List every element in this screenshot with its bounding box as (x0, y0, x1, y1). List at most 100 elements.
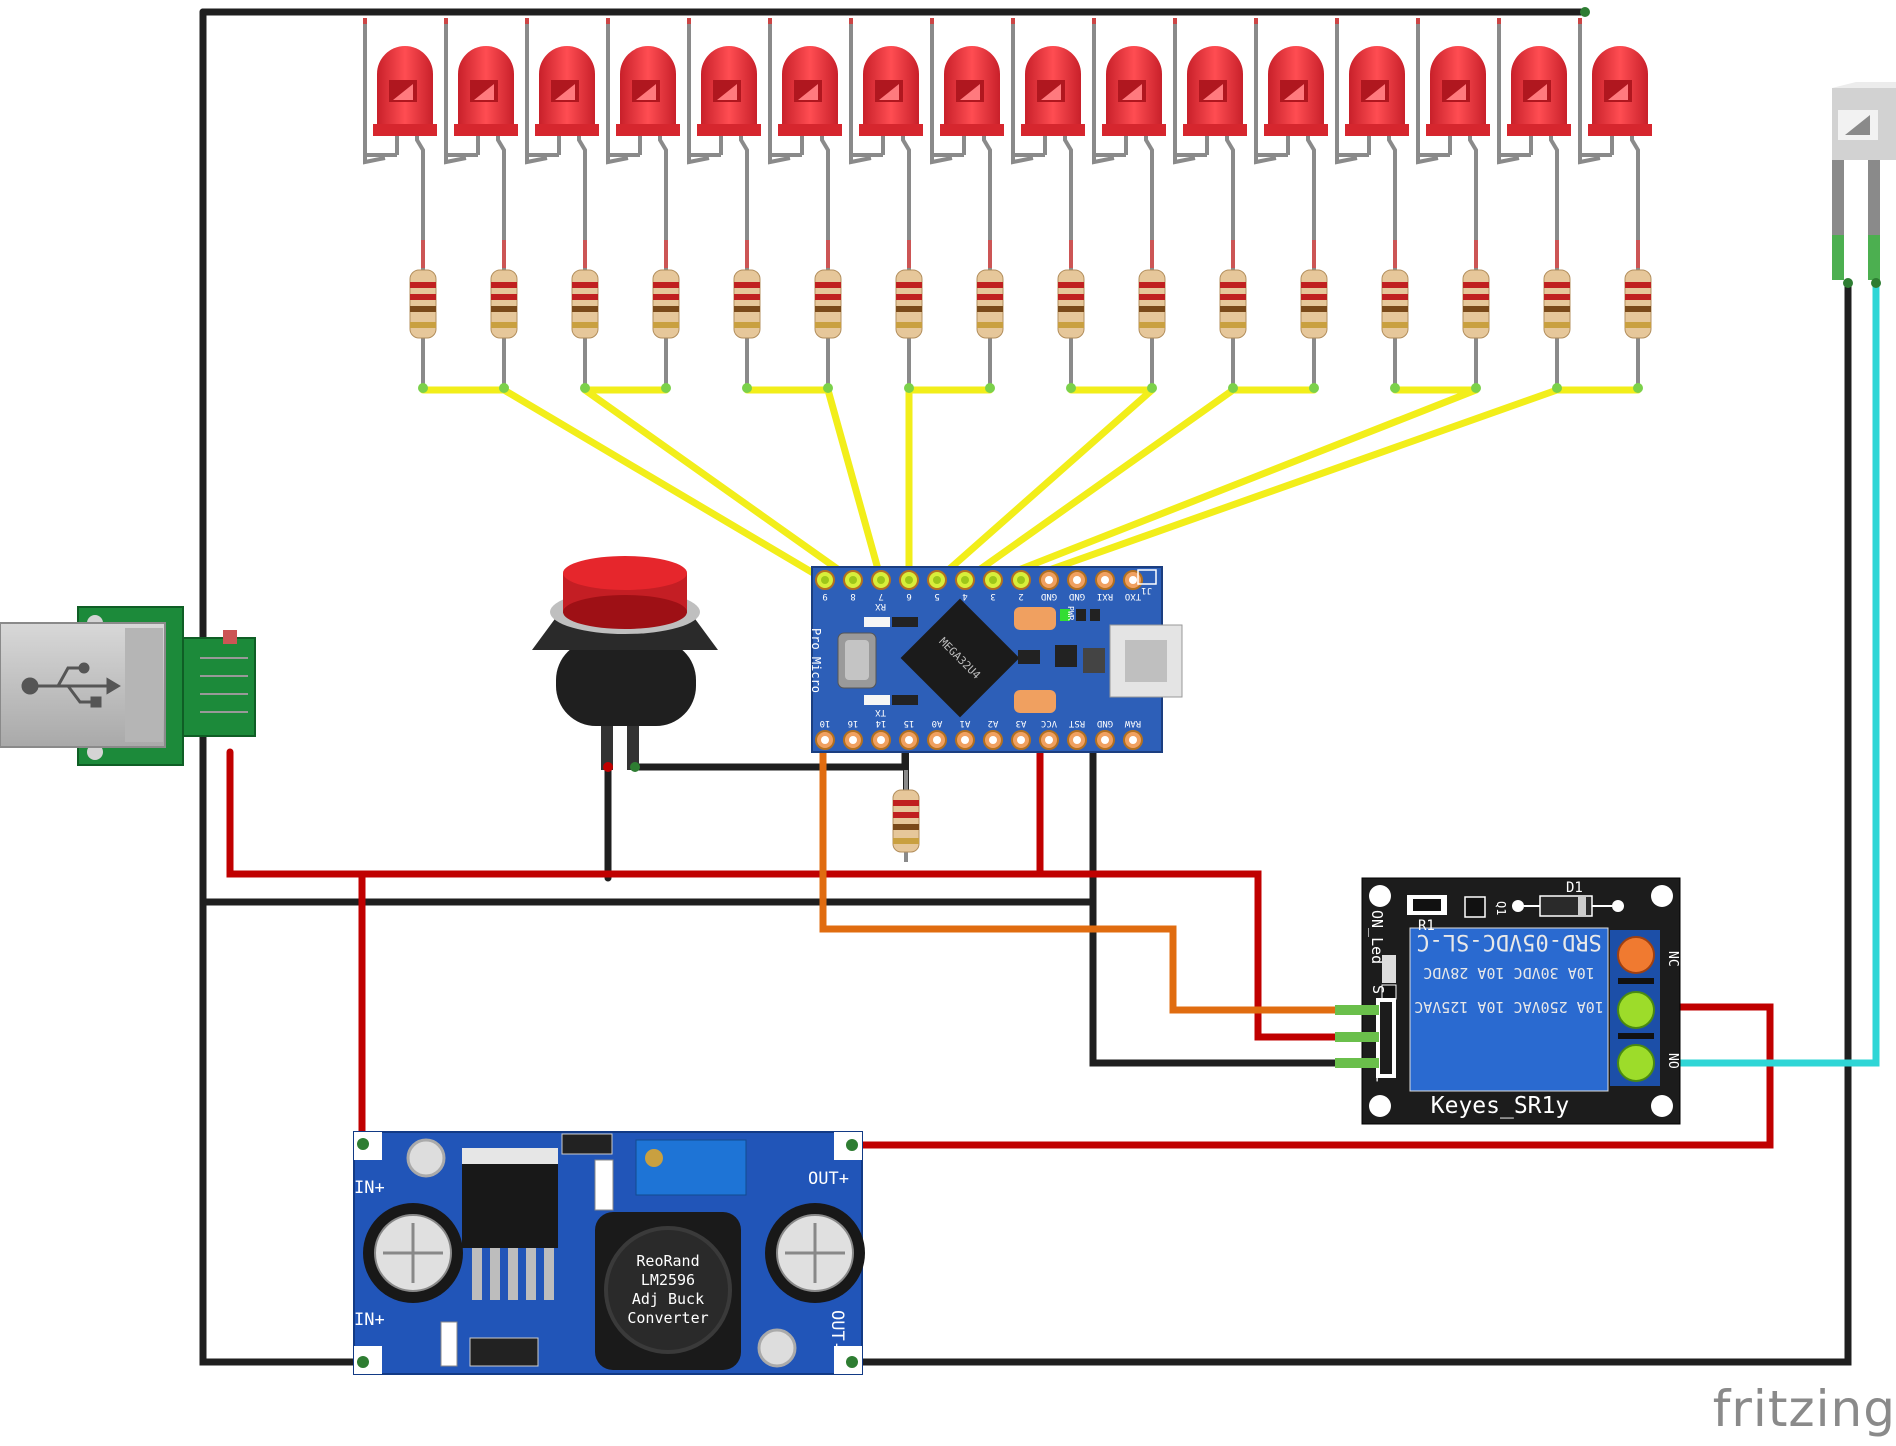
relay-r1-label: R1 (1418, 918, 1435, 934)
svg-text:TXO: TXO (1125, 591, 1141, 601)
pro-micro-pin-6: 6 (899, 570, 919, 601)
buck-in-plus: IN+ (354, 1178, 385, 1198)
svg-text:GND: GND (1097, 718, 1113, 728)
svg-text:GND: GND (1041, 591, 1057, 601)
relay-name: Keyes_SR1y (1431, 1093, 1569, 1119)
pro-micro-pin-a2: A2 (983, 718, 1003, 750)
buck-converter: IN+ IN+ OUT+ OUT- ReoRand LM2596 Adj (353, 1131, 865, 1375)
relay-input-pins (1335, 1005, 1379, 1068)
relay-on-led-label: ON_Led (1368, 910, 1386, 964)
pro-micro-pin-gnd: GND (1067, 570, 1087, 601)
resistor-3 (571, 232, 599, 393)
j1-label: J1 (1141, 585, 1152, 595)
buck-out-minus: OUT- (827, 1310, 847, 1351)
pro-micro-bottom-pins: 10 16 14 15 A0 A1 A2 A3 VCC RST GND RAW (815, 718, 1143, 750)
buck-line-2: LM2596 (641, 1271, 695, 1289)
svg-text:7: 7 (878, 591, 883, 601)
svg-text:8: 8 (850, 591, 855, 601)
resistor-6 (814, 232, 842, 393)
led-11 (1173, 18, 1247, 270)
pro-micro-pin-rst: RST (1067, 718, 1087, 750)
pro-micro-pin-10: 10 (815, 718, 835, 750)
relay-q1-label: Q1 (1494, 901, 1508, 915)
led-12 (1254, 18, 1328, 270)
pro-micro-pin-15: 15 (899, 718, 919, 750)
led-array (363, 18, 1652, 393)
led-5 (687, 18, 761, 270)
svg-text:RXI: RXI (1097, 591, 1113, 601)
led-10 (1092, 18, 1166, 270)
relay-nc-label: NC (1665, 951, 1680, 967)
pro-micro-label: Pro Micro (809, 628, 823, 693)
resistor-12 (1300, 232, 1328, 393)
junction-dots (357, 7, 1881, 1368)
svg-text:9: 9 (822, 591, 827, 601)
resistor-5 (733, 232, 761, 393)
svg-text:2: 2 (1018, 591, 1023, 601)
pro-micro-pin-5: 5 (927, 570, 947, 601)
buck-out-plus: OUT+ (808, 1169, 849, 1189)
resistor-7 (895, 232, 923, 393)
svg-text:GND: GND (1069, 591, 1085, 601)
svg-text:3: 3 (990, 591, 995, 601)
buck-in-minus: IN+ (354, 1310, 385, 1330)
relay-rating-2: 10A 250VAC 10A 125VAC (1414, 998, 1604, 1016)
svg-text:A2: A2 (988, 718, 999, 728)
led-4 (606, 18, 680, 270)
resistor-14 (1462, 232, 1490, 393)
pro-micro-pin-rxi: RXI (1095, 570, 1115, 601)
led-14 (1416, 18, 1490, 270)
power-wires (226, 738, 1774, 1149)
svg-text:RST: RST (1068, 718, 1085, 728)
relay-pin-s: S (1369, 985, 1387, 994)
pro-micro-pin-4: 4 (955, 570, 975, 601)
resistor-15 (1543, 232, 1571, 393)
resistor-16 (1624, 232, 1652, 393)
resistor-1 (409, 232, 437, 393)
svg-text:5: 5 (934, 591, 939, 601)
tx-label: TX (875, 707, 886, 717)
yellow-wire-3 (743, 386, 885, 584)
yellow-wire-4 (905, 386, 994, 584)
resistor-10 (1138, 232, 1166, 393)
svg-text:A3: A3 (1016, 718, 1027, 728)
relay-rating-1: 10A 30VDC 10A 28VDC (1423, 964, 1595, 982)
pwr-label: PWR (1066, 606, 1075, 621)
yellow-wire-5 (933, 386, 1156, 584)
pro-micro-pin-raw: RAW (1123, 718, 1143, 750)
relay-model: SRD-05VDC-SL-C (1416, 929, 1601, 954)
pro-micro-pin-a0: A0 (927, 718, 947, 750)
led-6 (768, 18, 842, 270)
yellow-wire-8 (1017, 386, 1642, 584)
svg-text:4: 4 (962, 591, 967, 601)
led-16 (1578, 18, 1652, 270)
pro-micro-pin-a1: A1 (955, 718, 975, 750)
usb-connector (0, 606, 256, 766)
led-9 (1011, 18, 1085, 270)
pro-micro-pin-vcc: VCC (1039, 718, 1059, 750)
push-button (532, 556, 718, 770)
svg-text:A1: A1 (960, 718, 971, 728)
led-signal-wires (419, 386, 1642, 584)
yellow-wire-1 (419, 386, 829, 584)
relay-pin-minus: - (1369, 1075, 1387, 1084)
led-13 (1335, 18, 1409, 270)
pro-micro-pin-8: 8 (843, 570, 863, 601)
pro-micro-pin-9: 9 (815, 570, 835, 601)
rx-label: RX (875, 601, 886, 611)
pro-micro-pin-14: 14 (871, 718, 891, 750)
fritzing-watermark: fritzing (1712, 1380, 1896, 1438)
svg-text:16: 16 (848, 718, 859, 728)
relay-no-label: NO (1665, 1053, 1680, 1069)
pro-micro-pin-7: 7 (871, 570, 891, 601)
led-2 (444, 18, 518, 270)
svg-text:RAW: RAW (1124, 718, 1141, 728)
usb-icon (21, 662, 121, 708)
buck-line-3: Adj Buck (632, 1290, 704, 1308)
pro-micro-pin-2: 2 (1011, 570, 1031, 601)
led-3 (525, 18, 599, 270)
svg-text:15: 15 (904, 718, 915, 728)
buck-line-1: ReoRand (636, 1252, 699, 1270)
ir-led-component (1832, 82, 1896, 280)
